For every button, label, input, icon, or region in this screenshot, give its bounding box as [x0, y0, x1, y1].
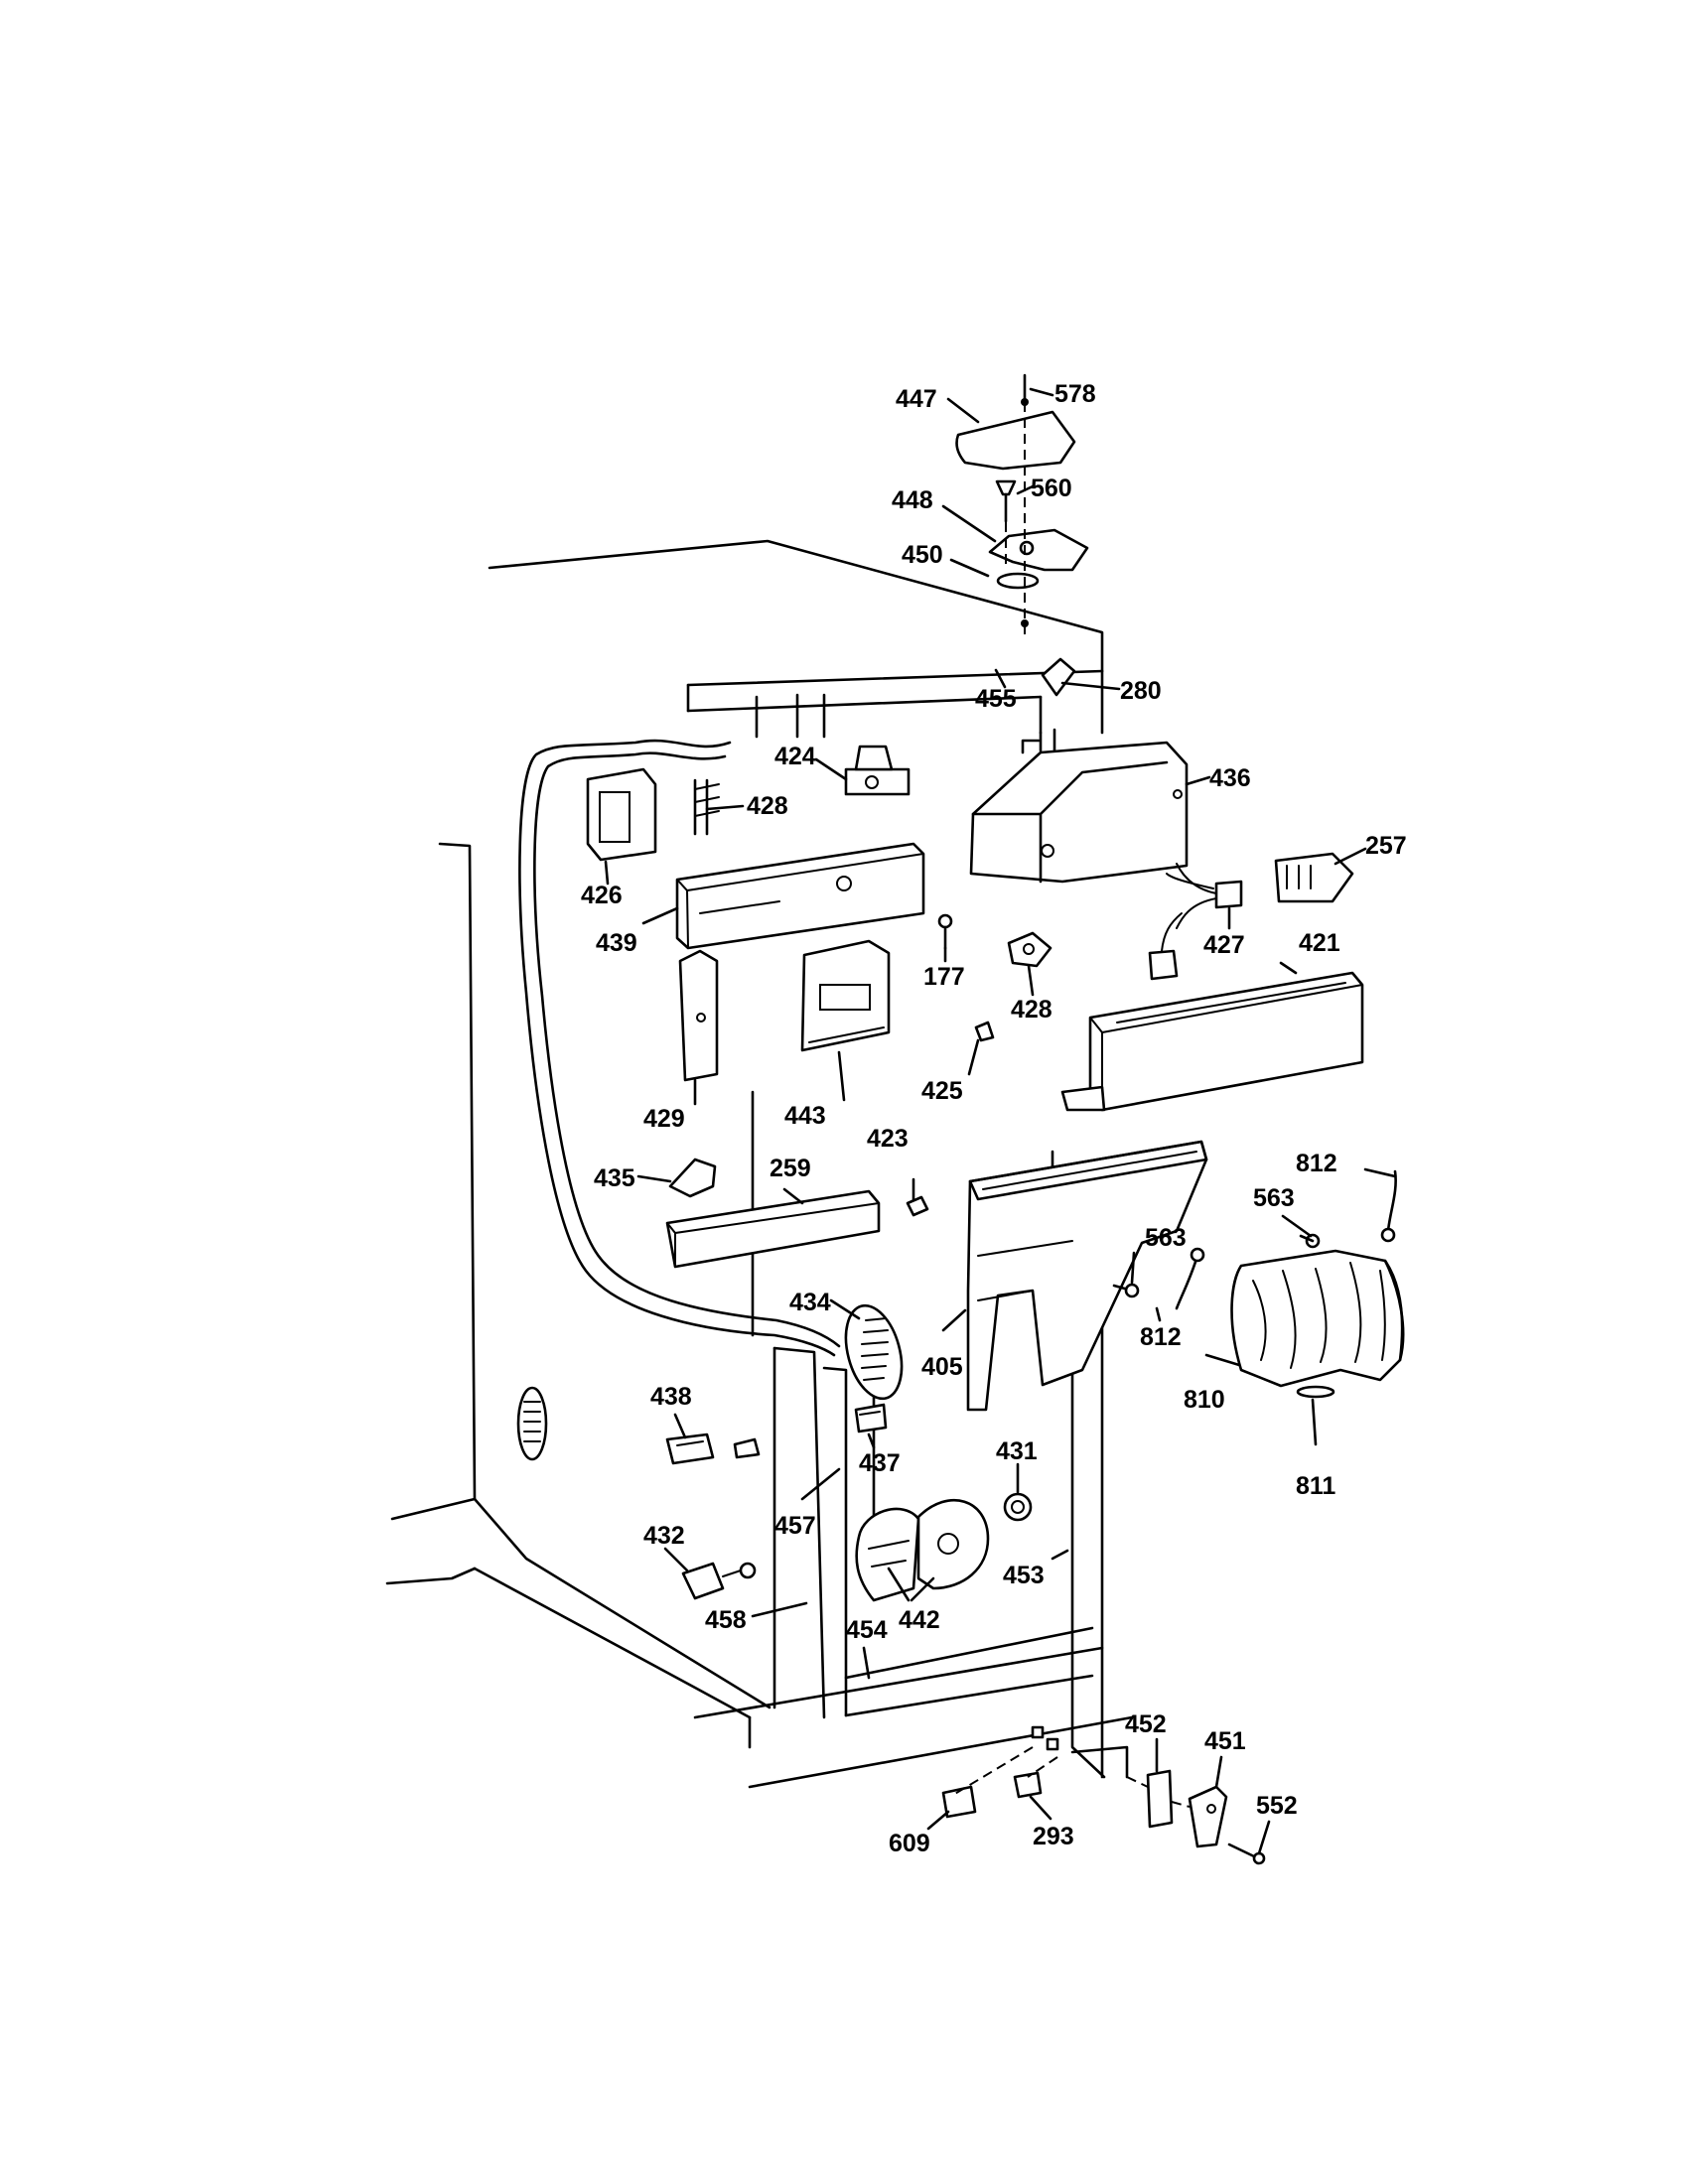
part-424-switch	[844, 745, 911, 796]
part-436-housing	[969, 739, 1189, 884]
callout-560: 560	[1031, 475, 1072, 502]
callout-405: 405	[921, 1353, 963, 1381]
callout-257: 257	[1365, 832, 1407, 860]
part-429-bracket	[678, 949, 719, 1082]
callout-431: 431	[996, 1437, 1038, 1465]
part-811-clip	[1296, 1385, 1335, 1399]
part-451-hinge	[1188, 1785, 1228, 1848]
part-257-relay	[1274, 852, 1354, 903]
bottom-hardware	[952, 1725, 1191, 1808]
callout-425: 425	[921, 1077, 963, 1105]
callout-421: 421	[1299, 929, 1340, 957]
part-405-duct	[966, 1140, 1208, 1412]
callout-259: 259	[770, 1155, 811, 1182]
part-452-bracket	[1146, 1769, 1174, 1829]
callout-448: 448	[892, 486, 933, 514]
callout-428-mid: 428	[1011, 996, 1052, 1024]
callout-437: 437	[859, 1449, 901, 1477]
callout-438: 438	[650, 1383, 692, 1411]
callout-450: 450	[902, 541, 943, 569]
part-280-clip	[1041, 657, 1076, 697]
part-442-damper	[855, 1499, 990, 1602]
part-578-screw	[1021, 373, 1029, 407]
callout-439: 439	[596, 929, 637, 957]
cabinet-body	[385, 539, 1134, 1789]
part-432-knob	[681, 1562, 757, 1600]
callout-428-top: 428	[747, 792, 788, 820]
callout-812-top: 812	[1296, 1150, 1337, 1177]
part-450-washer	[996, 572, 1040, 590]
part-563-screw-b	[1299, 1233, 1321, 1249]
part-560-screw	[995, 479, 1017, 523]
part-434-light-lens	[844, 1303, 904, 1401]
part-421-channel	[1060, 971, 1364, 1112]
callout-810: 810	[1184, 1386, 1225, 1414]
callout-442: 442	[899, 1606, 940, 1634]
callout-429: 429	[643, 1105, 685, 1133]
part-443-bracket	[800, 939, 891, 1052]
callout-811: 811	[1296, 1472, 1335, 1500]
part-812-tube-b	[1175, 1247, 1205, 1310]
callout-447: 447	[896, 385, 937, 413]
callout-563-left: 563	[1145, 1224, 1187, 1252]
part-563-screw-a	[1112, 1283, 1140, 1298]
callout-552: 552	[1256, 1792, 1298, 1820]
callout-563-right: 563	[1253, 1184, 1295, 1212]
callout-812-bottom: 812	[1140, 1323, 1182, 1351]
part-435-clip	[668, 1158, 717, 1198]
callout-432: 432	[643, 1522, 685, 1550]
callout-426: 426	[581, 882, 623, 909]
leader-lines	[604, 387, 1397, 1855]
callout-434: 434	[789, 1289, 831, 1316]
part-439-rail	[675, 842, 925, 950]
callout-427: 427	[1203, 931, 1245, 959]
callout-436: 436	[1209, 764, 1251, 792]
callout-455: 455	[975, 685, 1017, 713]
part-438-switch	[665, 1433, 715, 1465]
part-438-clip	[733, 1437, 761, 1459]
part-437-switch	[854, 1403, 888, 1433]
callout-293: 293	[1033, 1823, 1074, 1850]
part-812-tube-a	[1380, 1169, 1397, 1243]
callout-609: 609	[889, 1830, 930, 1857]
part-448-hinge	[988, 528, 1089, 572]
callout-177: 177	[923, 963, 965, 991]
callout-280: 280	[1120, 677, 1162, 705]
part-426-dispenser-switch	[586, 767, 657, 862]
callout-labels: 578 447 448 560 450 455 280 424 428 436 …	[581, 380, 1407, 1857]
callout-423: 423	[867, 1125, 909, 1153]
callout-424: 424	[774, 743, 816, 770]
hinge-hole	[1021, 619, 1029, 627]
callout-457: 457	[774, 1512, 816, 1540]
callout-578: 578	[1054, 380, 1096, 408]
part-428-bracket	[693, 778, 720, 836]
part-177-screw	[937, 913, 953, 950]
part-428-cam	[1007, 931, 1052, 968]
callout-458: 458	[705, 1606, 747, 1634]
callout-435: 435	[594, 1164, 635, 1192]
callout-443: 443	[784, 1102, 826, 1130]
part-423-light	[906, 1195, 929, 1217]
part-431-knob	[1003, 1492, 1033, 1522]
part-447-cover	[955, 410, 1076, 471]
part-259-cover	[665, 1189, 881, 1269]
callout-453: 453	[1003, 1562, 1045, 1589]
part-427-harness	[1148, 863, 1243, 981]
callout-451: 451	[1204, 1727, 1246, 1755]
callout-452: 452	[1125, 1710, 1167, 1738]
part-425-clip	[974, 1021, 995, 1042]
part-810-heater	[1230, 1249, 1405, 1388]
callout-454: 454	[846, 1616, 888, 1644]
